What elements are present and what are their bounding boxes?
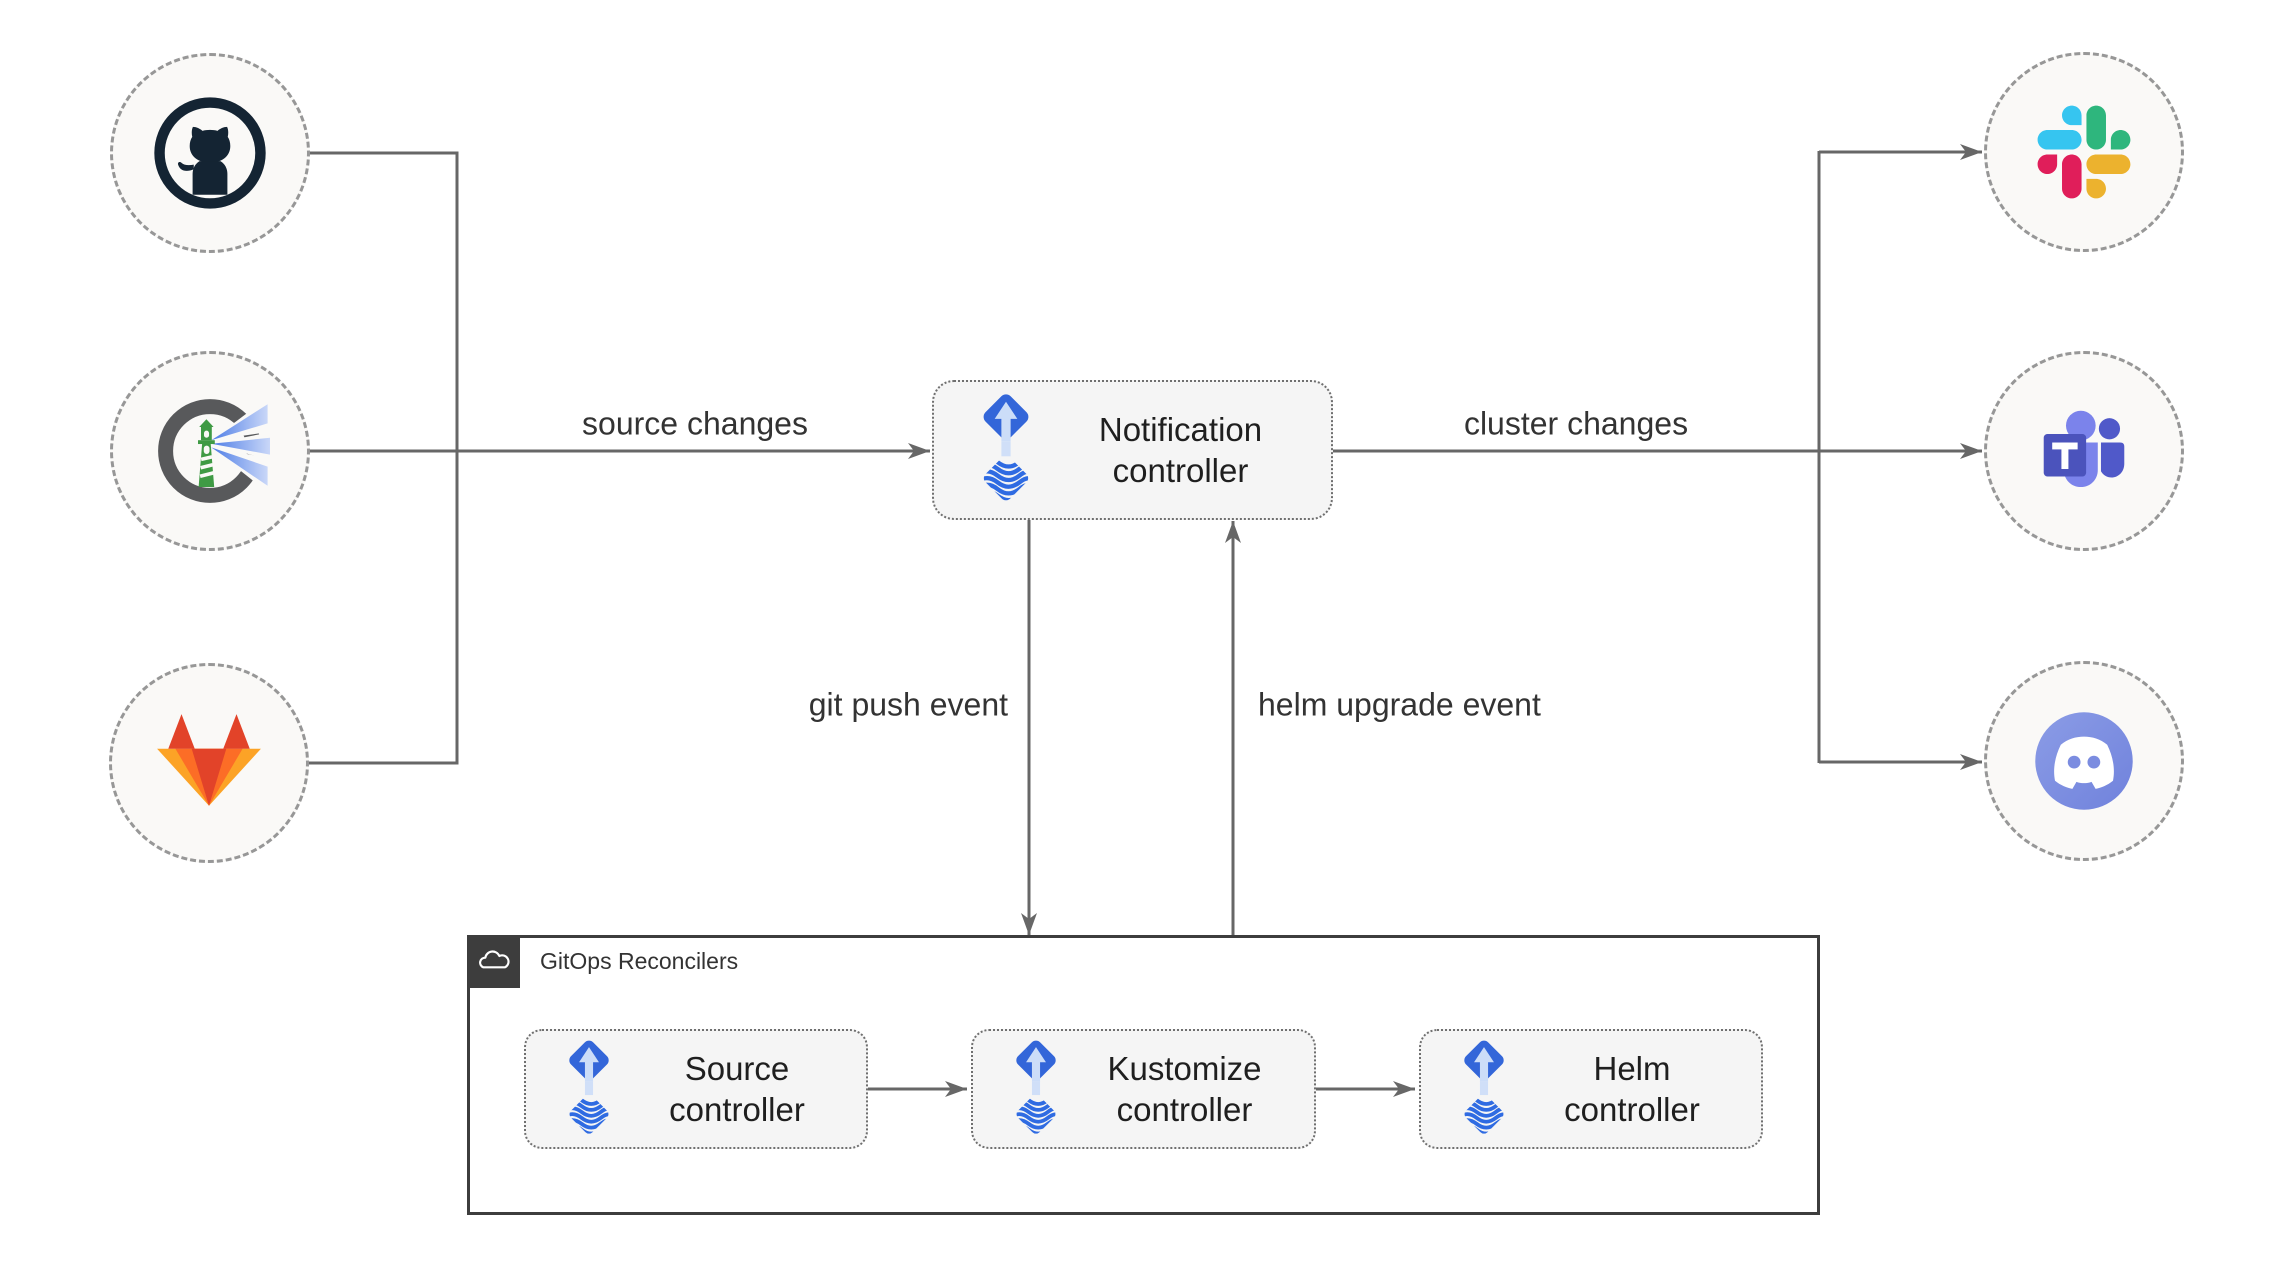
flux-icon	[964, 389, 1048, 511]
node-discord	[1984, 661, 2184, 861]
gitops-reconcilers-label: GitOps Reconcilers	[540, 948, 739, 974]
github-icon	[154, 97, 266, 209]
node-gitlab	[109, 663, 309, 863]
flux-icon	[999, 1036, 1073, 1143]
flux-icon	[552, 1036, 626, 1143]
harbor-lighthouse	[198, 419, 215, 487]
node-harbor	[110, 351, 310, 551]
microsoft-teams-icon	[2043, 410, 2125, 488]
node-source-controller: Source controller	[524, 1029, 868, 1149]
slack-icon	[2037, 105, 2131, 199]
flux-icon	[1447, 1036, 1521, 1143]
notification-controller-label: Notification controller	[1098, 410, 1263, 489]
node-helm-controller: Helm controller	[1419, 1029, 1763, 1149]
helm-controller-label: Helm controller	[1564, 1049, 1700, 1128]
edge-label-cluster-changes: cluster changes	[1463, 405, 1689, 442]
edge-label-helm-upgrade-event: helm upgrade event	[1258, 686, 1541, 723]
cloud-badge	[467, 935, 520, 988]
gitlab-icon	[157, 714, 261, 806]
node-microsoft-teams	[1984, 351, 2184, 551]
node-github	[110, 53, 310, 253]
discord-icon	[2035, 712, 2133, 810]
kustomize-controller-label: Kustomize controller	[1107, 1049, 1262, 1128]
node-notification-controller: Notification controller	[932, 380, 1333, 520]
source-controller-label: Source controller	[669, 1049, 805, 1128]
harbor-icon	[158, 395, 270, 503]
edge-label-git-push-event: git push event	[808, 686, 1008, 723]
edge-label-source-changes: source changes	[582, 405, 808, 442]
node-kustomize-controller: Kustomize controller	[971, 1029, 1316, 1149]
node-slack	[1984, 52, 2184, 252]
cloud-icon	[478, 949, 509, 968]
gitops-reconcilers-container: GitOps Reconcilers	[467, 935, 1820, 1215]
